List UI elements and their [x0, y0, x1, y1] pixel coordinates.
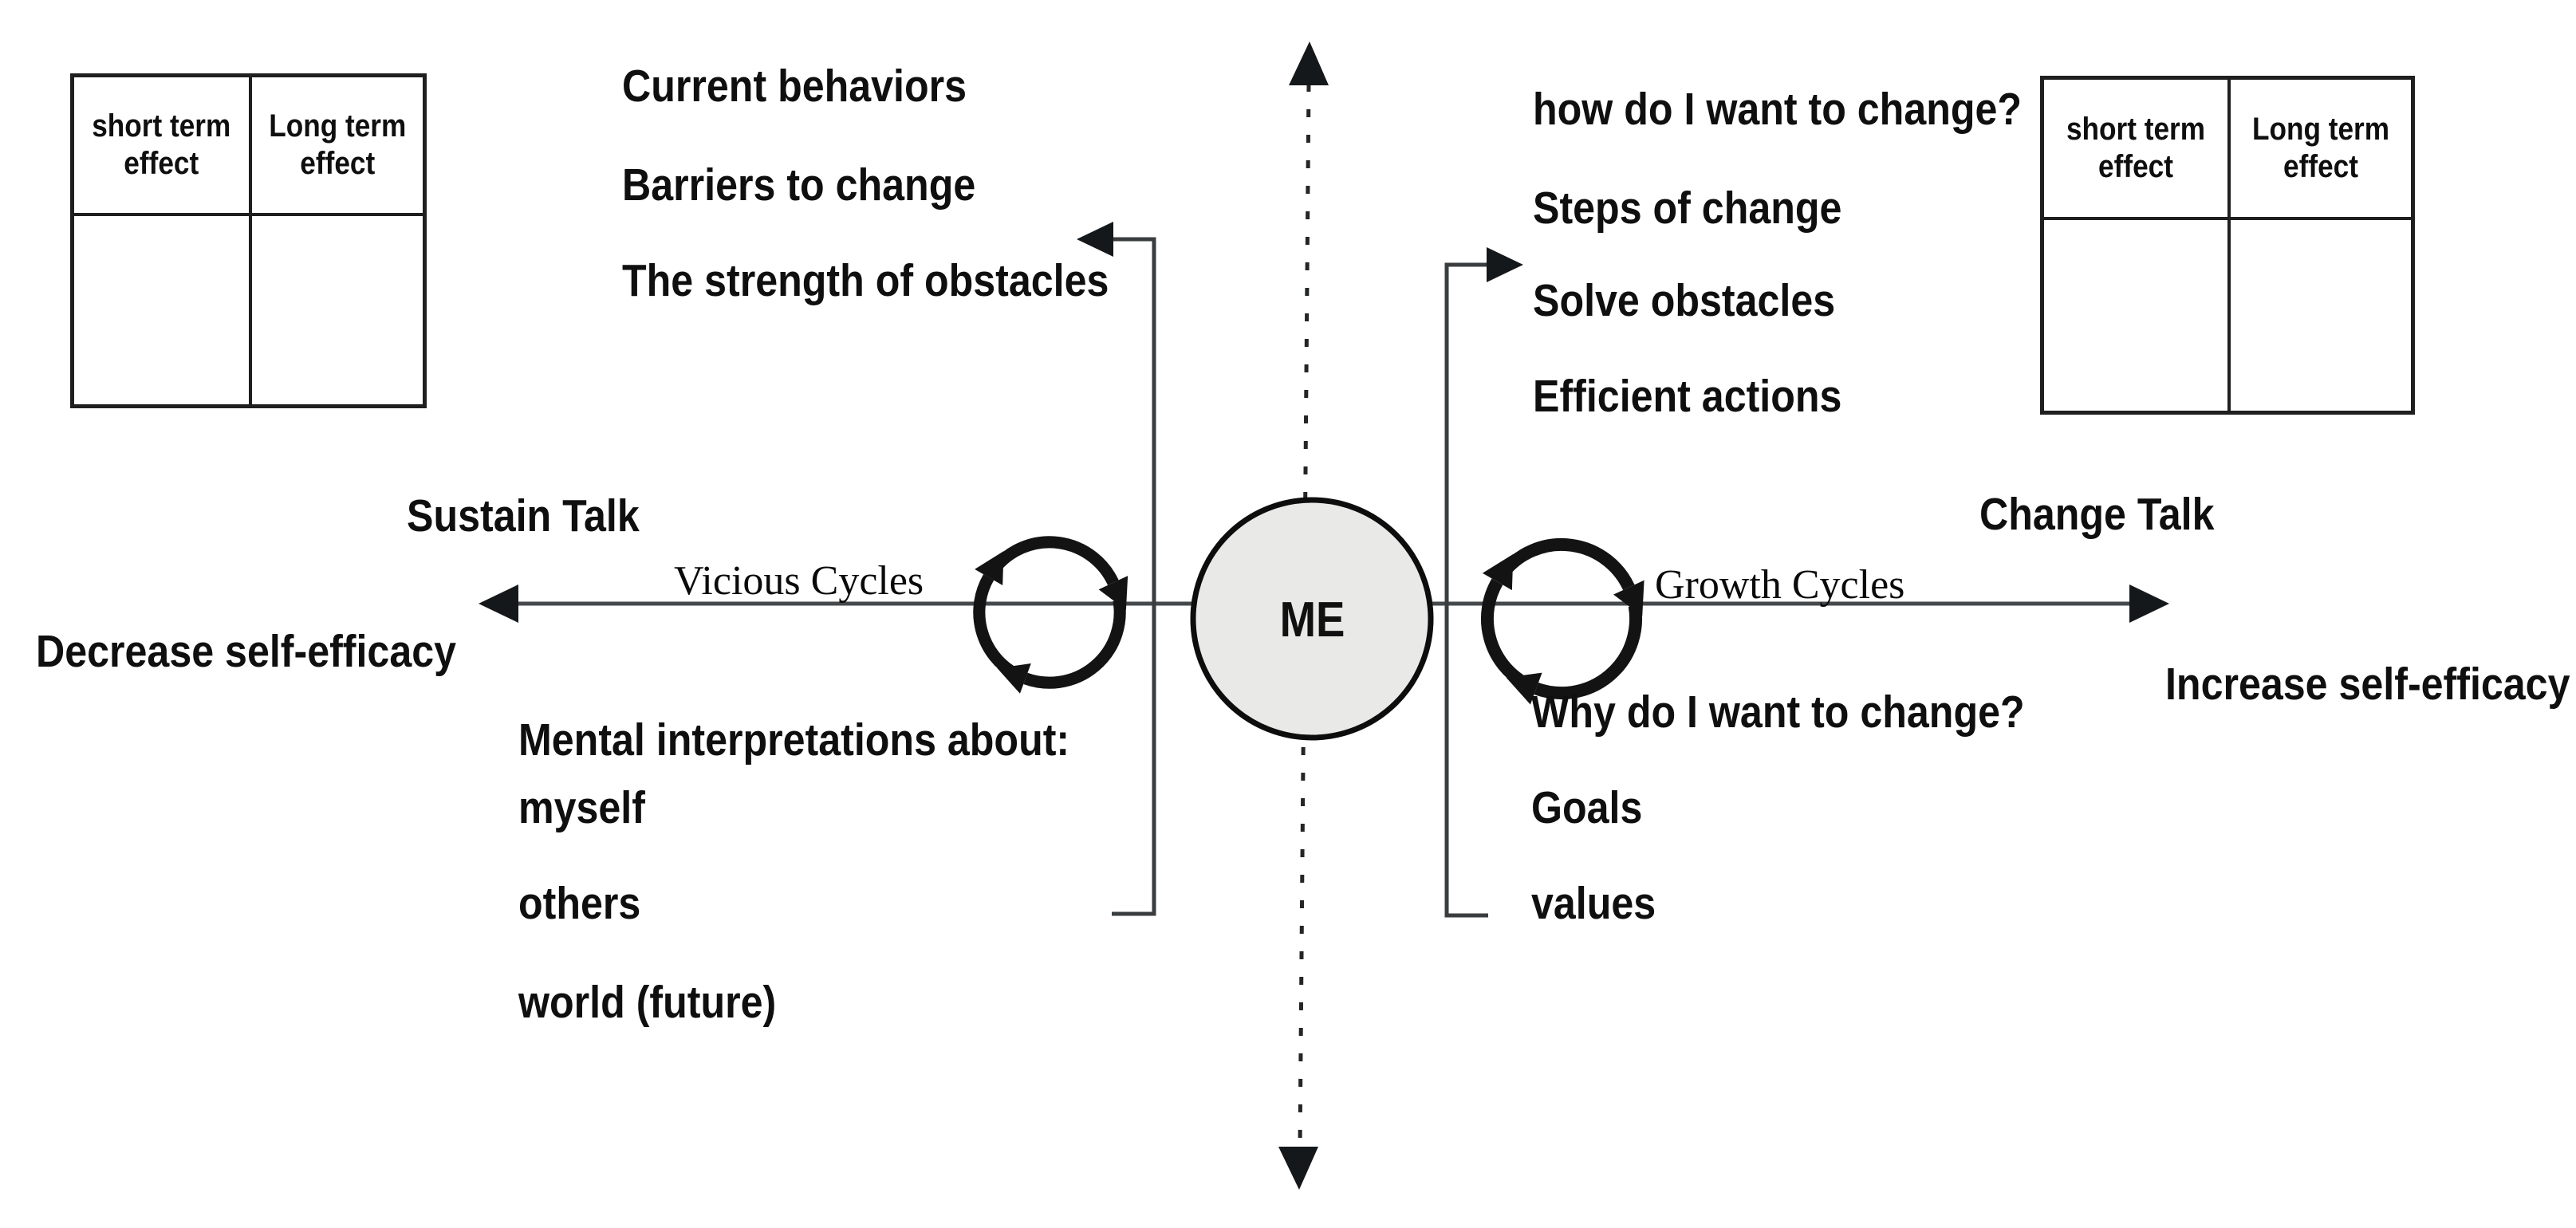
- down-arrowhead-icon: [1278, 1147, 1318, 1190]
- list-item: values: [1531, 878, 1656, 929]
- list-item: The strength of obstacles: [622, 255, 1109, 306]
- left-bracket-line: [1094, 237, 1156, 916]
- table-header-cell: short term effect: [92, 108, 231, 181]
- table-header-cell: Long term effect: [248, 77, 423, 213]
- table-empty-cell: [74, 213, 249, 404]
- right-bracket-line: [1444, 262, 1506, 918]
- list-heading: Mental interpretations about:: [518, 714, 1070, 766]
- me-label: ME: [1232, 596, 1392, 645]
- list-item: others: [518, 878, 641, 929]
- list-item: Efficient actions: [1533, 371, 1842, 422]
- up-arrowhead-icon: [1289, 41, 1329, 85]
- left-arrowhead-icon: [479, 584, 518, 623]
- me-circle: [1190, 497, 1434, 741]
- list-item: Barriers to change: [622, 159, 976, 211]
- table-header-cell: Long term effect: [2227, 80, 2411, 217]
- list-item: Goals: [1531, 782, 1643, 833]
- short-long-term-effect-table-left: short term effect Long term effect: [70, 73, 427, 408]
- left-bracket-arrowhead-icon: [1077, 222, 1113, 257]
- cycle-arrows-icon: [975, 542, 1128, 694]
- list-item: world (future): [518, 977, 777, 1028]
- list-item: Current behaviors: [622, 61, 967, 112]
- right-bracket-arrowhead-icon: [1487, 247, 1523, 282]
- table-empty-cell: [2227, 217, 2411, 411]
- list-item: Why do I want to change?: [1531, 687, 2025, 738]
- vicious-cycles-label: Vicious Cycles: [674, 558, 924, 604]
- growth-cycles-label: Growth Cycles: [1655, 562, 1905, 608]
- list-item: how do I want to change?: [1533, 84, 2023, 135]
- list-item: Solve obstacles: [1533, 275, 1836, 326]
- list-item: Steps of change: [1533, 183, 1842, 234]
- list-item: myself: [518, 782, 645, 833]
- table-empty-cell: [248, 213, 423, 404]
- sustain-talk-label: Sustain Talk: [407, 490, 640, 541]
- cycle-arrows-icon: [1483, 545, 1644, 705]
- right-arrowhead-icon: [2129, 584, 2169, 623]
- decrease-self-efficacy-label: Decrease self-efficacy: [36, 626, 457, 677]
- short-long-term-effect-table-right: short term effect Long term effect: [2040, 76, 2415, 415]
- table-empty-cell: [2044, 217, 2227, 411]
- change-talk-label: Change Talk: [1979, 489, 2215, 540]
- table-header-cell: short term effect: [2066, 111, 2206, 184]
- me-text: ME: [1279, 592, 1345, 647]
- increase-self-efficacy-label: Increase self-efficacy: [2165, 659, 2570, 710]
